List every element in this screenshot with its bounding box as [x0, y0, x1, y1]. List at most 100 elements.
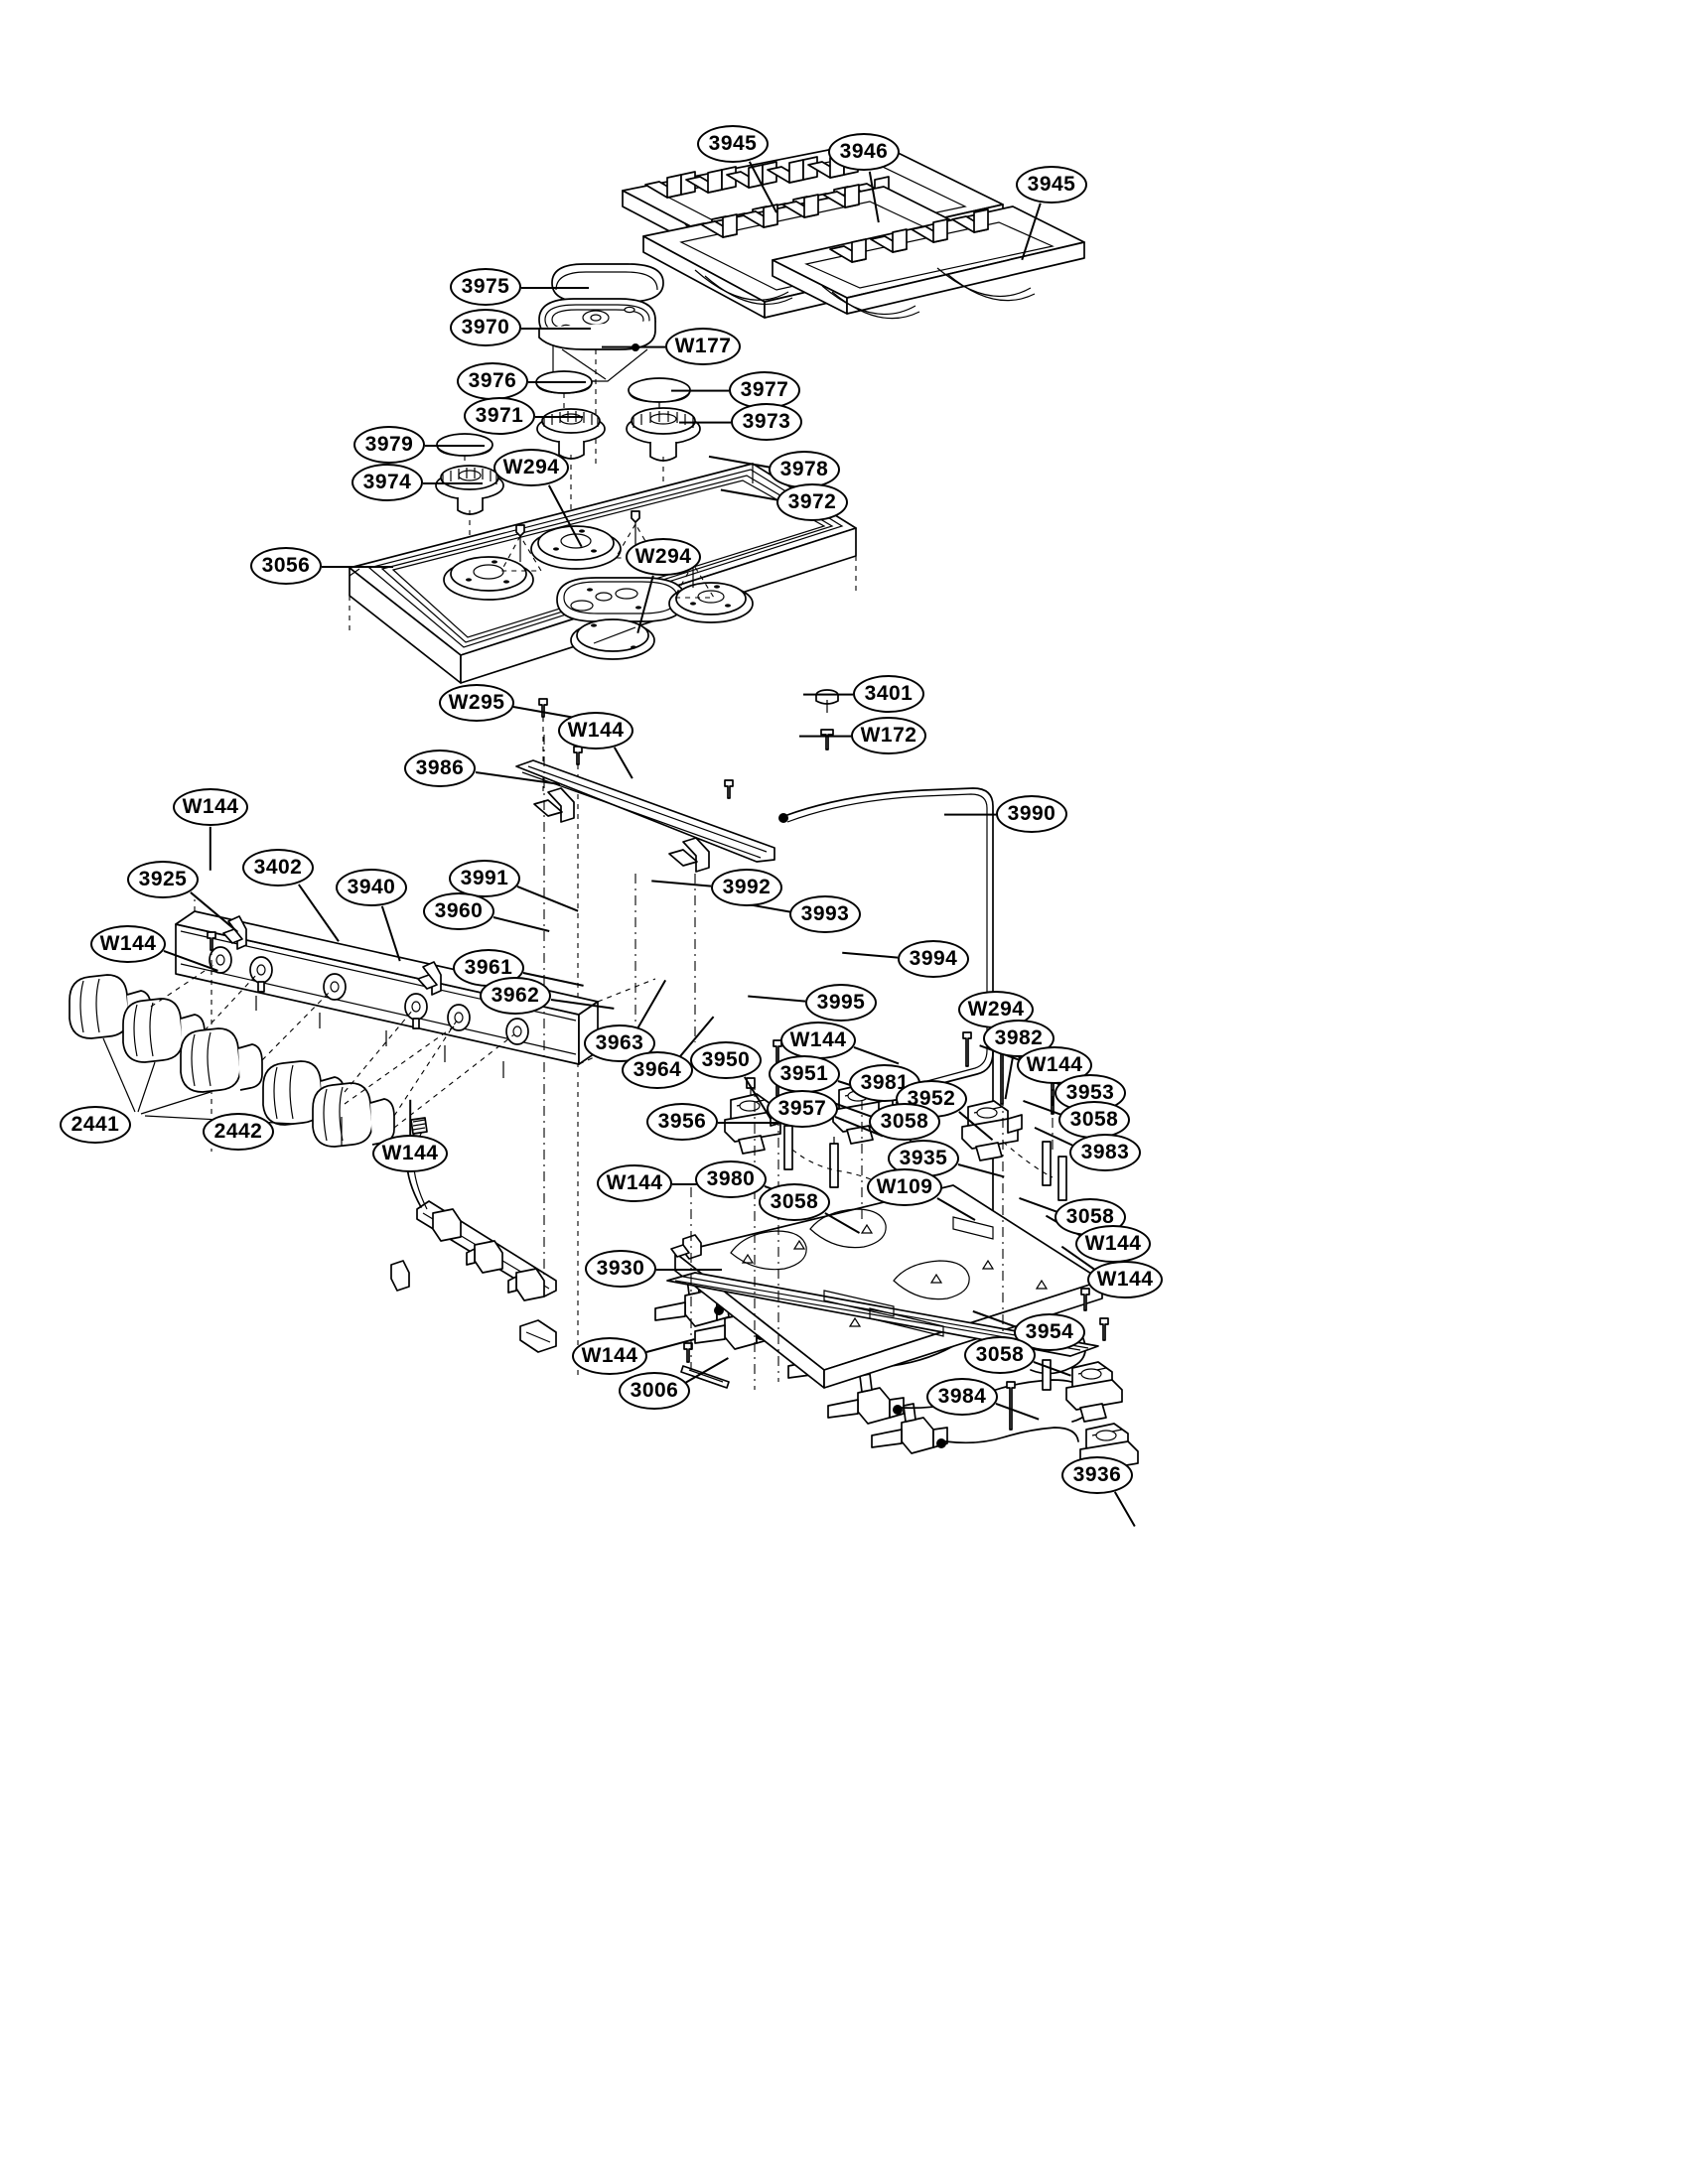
valve-a: [466, 1240, 503, 1274]
part-callout-W294[interactable]: W294: [626, 538, 701, 576]
part-callout-3971[interactable]: 3971: [464, 397, 535, 435]
cooktop-surface: [349, 463, 857, 684]
part-callout-W109[interactable]: W109: [867, 1168, 942, 1206]
part-callout-3980[interactable]: 3980: [695, 1160, 767, 1198]
part-callout-3964[interactable]: 3964: [622, 1051, 693, 1089]
pin-3983: [1057, 1156, 1067, 1201]
part-callout-3992[interactable]: 3992: [711, 869, 782, 906]
knob-5: [312, 1082, 395, 1148]
part-callout-3006[interactable]: 3006: [619, 1372, 690, 1410]
oval-burner-cap: [551, 263, 664, 303]
fastener-W144a: [573, 746, 583, 765]
part-callout-3402[interactable]: 3402: [242, 849, 314, 887]
part-callout-W144[interactable]: W144: [90, 925, 166, 963]
part-callout-3957[interactable]: 3957: [767, 1090, 838, 1128]
part-callout-W294[interactable]: W294: [493, 449, 569, 486]
part-callout-3058[interactable]: 3058: [1058, 1101, 1130, 1139]
callout-leader: [423, 482, 483, 484]
part-callout-W144[interactable]: W144: [572, 1337, 647, 1375]
part-callout-3994[interactable]: 3994: [898, 940, 969, 978]
part-callout-3979[interactable]: 3979: [353, 426, 425, 464]
fastener-W295: [538, 698, 548, 718]
burner-well-oval: [556, 577, 686, 622]
callout-leader: [521, 287, 589, 289]
part-callout-W144[interactable]: W144: [1075, 1225, 1151, 1263]
burner-well-br: [668, 582, 754, 623]
part-callout-3973[interactable]: 3973: [731, 403, 802, 441]
pin-3935: [1042, 1141, 1052, 1186]
part-callout-3977[interactable]: 3977: [729, 371, 800, 409]
part-callout-3974[interactable]: 3974: [352, 464, 423, 501]
part-callout-3970[interactable]: 3970: [450, 309, 521, 346]
part-callout-3960[interactable]: 3960: [423, 892, 494, 930]
part-callout-3978[interactable]: 3978: [769, 451, 840, 488]
burner-assembly-3954: [1065, 1361, 1123, 1423]
fastener-W144-br2: [1099, 1317, 1109, 1341]
part-callout-3058[interactable]: 3058: [869, 1103, 940, 1141]
part-callout-3984[interactable]: 3984: [926, 1378, 998, 1416]
part-callout-W295[interactable]: W295: [439, 684, 514, 722]
part-callout-3954[interactable]: 3954: [1014, 1313, 1085, 1351]
pin-3058a: [829, 1137, 839, 1188]
part-callout-3990[interactable]: 3990: [996, 795, 1067, 833]
callout-leader: [521, 328, 591, 330]
burner-assembly-right: [961, 1100, 1023, 1161]
part-callout-W144[interactable]: W144: [780, 1022, 856, 1059]
part-callout-3925[interactable]: 3925: [127, 861, 199, 898]
part-callout-3946[interactable]: 3946: [828, 133, 900, 171]
part-callout-3936[interactable]: 3936: [1061, 1456, 1133, 1494]
callout-leader: [944, 814, 996, 816]
callout-leader: [803, 694, 853, 696]
part-callout-W144[interactable]: W144: [372, 1135, 448, 1172]
part-callout-3993[interactable]: 3993: [789, 895, 861, 933]
fastener-W144-brace: [724, 779, 734, 799]
fastener-3984: [1006, 1381, 1016, 1431]
part-callout-3950[interactable]: 3950: [690, 1041, 762, 1079]
part-callout-3986[interactable]: 3986: [404, 750, 476, 787]
callout-leader: [718, 1122, 779, 1124]
part-callout-3058[interactable]: 3058: [759, 1183, 830, 1221]
fastener-W172: [820, 729, 834, 751]
callout-leader: [602, 346, 665, 348]
part-callout-W144[interactable]: W144: [1087, 1261, 1163, 1298]
callout-leader: [210, 826, 211, 871]
callout-leader: [656, 1269, 722, 1271]
part-callout-W144[interactable]: W144: [597, 1164, 672, 1202]
part-callout-3058[interactable]: 3058: [964, 1336, 1036, 1374]
part-callout-3991[interactable]: 3991: [449, 860, 520, 897]
callout-leader: [425, 445, 485, 447]
part-callout-3940[interactable]: 3940: [336, 869, 407, 906]
oval-burner-body: [538, 298, 656, 382]
callout-leader: [671, 390, 729, 392]
part-callout-3995[interactable]: 3995: [805, 984, 877, 1022]
part-callout-W144[interactable]: W144: [558, 712, 633, 750]
part-callout-3963[interactable]: 3963: [584, 1024, 655, 1062]
part-callout-3975[interactable]: 3975: [450, 268, 521, 306]
part-callout-3983[interactable]: 3983: [1069, 1134, 1141, 1171]
part-callout-3930[interactable]: 3930: [585, 1250, 656, 1288]
pin-3980: [783, 1125, 793, 1170]
callout-leader: [535, 416, 583, 418]
part-callout-2441[interactable]: 2441: [60, 1106, 131, 1144]
fastener-W144-br1: [1080, 1288, 1090, 1311]
valve-c: [432, 1208, 462, 1242]
part-callout-3945[interactable]: 3945: [697, 125, 769, 163]
part-callout-2442[interactable]: 2442: [203, 1113, 274, 1151]
part-callout-3972[interactable]: 3972: [776, 483, 848, 521]
part-callout-W144[interactable]: W144: [173, 788, 248, 826]
part-callout-3945[interactable]: 3945: [1016, 166, 1087, 204]
fastener-W144-panel: [207, 931, 216, 951]
burner-well-bl: [530, 525, 622, 570]
part-callout-W177[interactable]: W177: [665, 328, 741, 365]
part-callout-3056[interactable]: 3056: [250, 547, 322, 585]
callout-leader: [799, 736, 851, 738]
part-callout-3976[interactable]: 3976: [457, 362, 528, 400]
part-callout-3962[interactable]: 3962: [480, 977, 551, 1015]
part-callout-W172[interactable]: W172: [851, 717, 926, 754]
callout-leader: [528, 381, 586, 383]
part-callout-3401[interactable]: 3401: [853, 675, 924, 713]
part-callout-3951[interactable]: 3951: [769, 1055, 840, 1093]
part-callout-3956[interactable]: 3956: [646, 1103, 718, 1141]
